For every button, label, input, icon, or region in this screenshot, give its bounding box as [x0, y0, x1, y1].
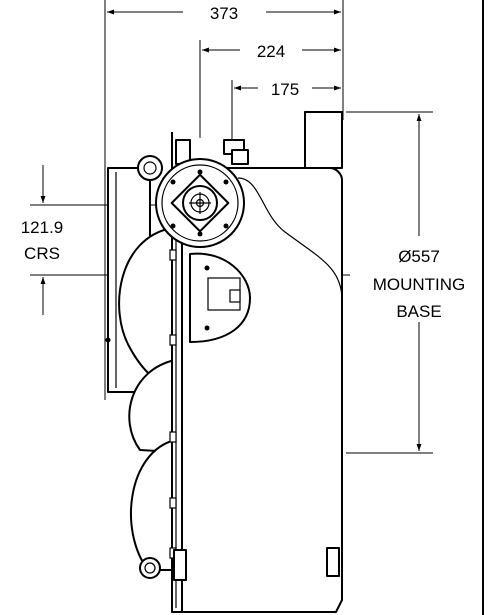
- right-lug: [326, 547, 340, 577]
- dim-175-label: 175: [271, 80, 299, 99]
- dim-centres-unit: CRS: [24, 244, 60, 263]
- lobe-lower-2: [130, 439, 176, 571]
- dim-base: Ø557 MOUNTING BASE: [346, 111, 466, 454]
- dim-base-label-1: MOUNTING: [373, 275, 466, 294]
- dim-base-diameter: Ø557: [398, 247, 440, 266]
- dim-373: 373: [104, 0, 344, 400]
- dim-224-label: 224: [257, 42, 285, 61]
- dim-175: 175: [231, 80, 341, 140]
- lobe-lower-1: [128, 359, 176, 453]
- dim-224: 224: [199, 40, 341, 168]
- bottom-lug: [173, 549, 187, 581]
- dim-centres-value: 121.9: [21, 218, 64, 237]
- dim-373-label: 373: [210, 4, 238, 23]
- actuator-drawing: [105, 111, 343, 613]
- dim-base-label-2: BASE: [396, 302, 441, 321]
